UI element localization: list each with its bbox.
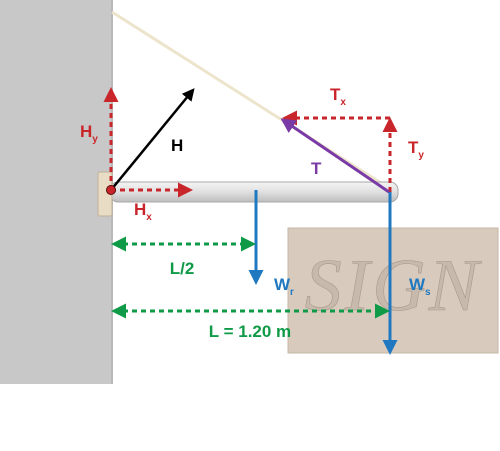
t-label: T — [311, 159, 322, 178]
pivot-point-icon — [106, 185, 116, 195]
h-label: H — [171, 136, 183, 155]
tx-label: Tx — [330, 85, 346, 108]
support-cable — [111, 10, 393, 192]
sign-text: SIGN — [305, 245, 482, 327]
ws-label: Ws — [409, 275, 431, 298]
hx-label: Hx — [134, 200, 152, 223]
ty-label: Ty — [408, 138, 424, 161]
length-label: L = 1.20 m — [209, 322, 291, 341]
wr-label: Wr — [274, 275, 294, 298]
horizontal-rod — [109, 181, 399, 203]
wall — [0, 0, 112, 384]
t-arrow — [280, 118, 390, 194]
half-length-label: L/2 — [170, 259, 195, 278]
hy-label: Hy — [80, 122, 98, 145]
h-arrow — [110, 88, 195, 191]
